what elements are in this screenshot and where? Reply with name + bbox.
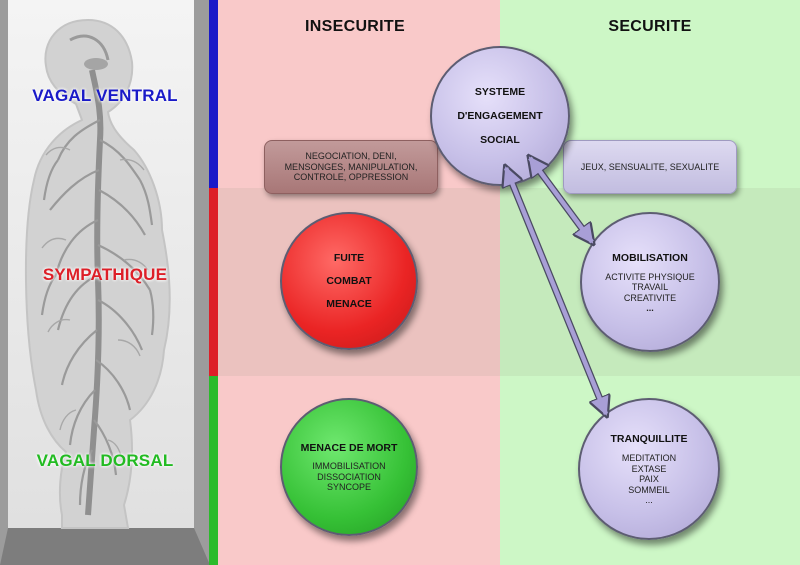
label-sympathique: SYMPATHIQUE [5, 265, 205, 285]
panel-floor [0, 528, 210, 565]
jeux-box: JEUX, SENSUALITE, SEXUALITE [563, 140, 737, 194]
death-item-3: SYNCOPE [326, 482, 371, 493]
death-title: MENACE DE MORT [300, 442, 398, 455]
vagal-ventral-text: VAGAL VENTRAL [32, 86, 178, 105]
mobilisation-item-3: CREATIVITE [623, 292, 677, 303]
insecurity-heading: INSECURITE [305, 18, 405, 35]
fight-flight-circle: FUITE COMBAT MENACE [280, 212, 418, 350]
negociation-box: NEGOCIATION, DENI, MENSONGES, MANIPULATI… [264, 140, 438, 194]
social-line-1: SYSTEME [474, 86, 526, 98]
dorsal-bar [209, 376, 218, 565]
mobilisation-item-4: ... [646, 303, 654, 313]
fight-line-3: MENACE [326, 297, 372, 310]
body-nervous-system-icon [24, 18, 171, 529]
tranquility-item-1: MEDITATION [621, 453, 677, 464]
negociation-line-2: MENSONGES, MANIPULATION, [284, 161, 418, 172]
mobilisation-circle: MOBILISATION ACTIVITE PHYSIQUE TRAVAIL C… [580, 212, 720, 352]
social-engagement-circle: SYSTEME D'ENGAGEMENT SOCIAL [430, 46, 570, 186]
death-item-1: IMMOBILISATION [312, 461, 386, 472]
tranquility-item-4: SOMMEIL [628, 484, 670, 495]
social-line-3: SOCIAL [480, 134, 520, 146]
tranquility-item-2: EXTASE [631, 463, 667, 474]
mobilisation-item-2: TRAVAIL [631, 282, 669, 292]
security-heading: SECURITE [608, 18, 692, 35]
social-line-2: D'ENGAGEMENT [457, 110, 543, 122]
label-vagal-ventral: VAGAL VENTRAL [5, 86, 205, 106]
tranquility-title: TRANQUILLITE [610, 433, 688, 446]
fight-line-1: FUITE [333, 251, 365, 264]
vagal-dorsal-text: VAGAL DORSAL [36, 451, 174, 470]
body-illustration-panel [0, 0, 210, 565]
sympathetic-bar [209, 188, 218, 376]
ventral-bar [209, 0, 218, 188]
mobilisation-title: MOBILISATION [612, 251, 688, 264]
label-vagal-dorsal: VAGAL DORSAL [5, 451, 205, 471]
jeux-text: JEUX, SENSUALITE, SEXUALITE [580, 161, 720, 172]
fight-line-2: COMBAT [326, 274, 372, 287]
tranquility-circle: TRANQUILLITE MEDITATION EXTASE PAIX SOMM… [578, 398, 720, 540]
negociation-line-3: CONTROLE, OPPRESSION [293, 172, 409, 183]
death-item-2: DISSOCIATION [317, 471, 381, 482]
tranquility-item-3: PAIX [639, 474, 659, 485]
sympathique-text: SYMPATHIQUE [42, 265, 168, 284]
death-threat-circle: MENACE DE MORT IMMOBILISATION DISSOCIATI… [280, 398, 418, 536]
mobilisation-item-1: ACTIVITE PHYSIQUE [605, 271, 695, 282]
tranquility-item-5: ... [645, 495, 653, 506]
negociation-line-1: NEGOCIATION, DENI, [305, 151, 397, 162]
